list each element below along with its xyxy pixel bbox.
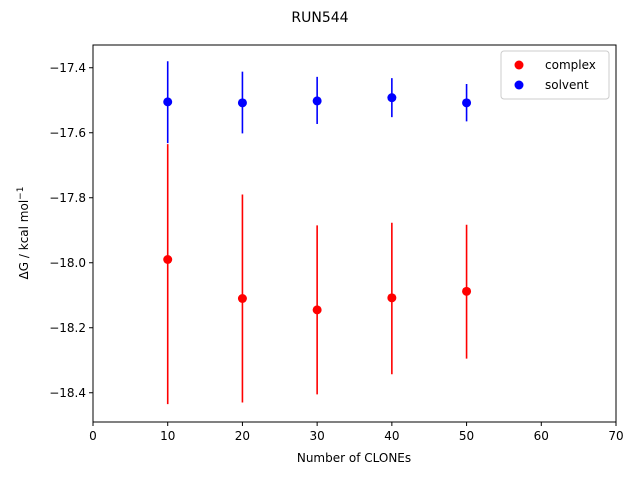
y-tick-label-4: −17.6 [49, 126, 86, 140]
data-point-complex-1 [237, 294, 247, 303]
x-tick-label-1: 10 [160, 429, 175, 443]
y-tick-label-0: −18.4 [49, 386, 86, 400]
x-tick-label-5: 50 [459, 429, 474, 443]
axes: 0 10 20 30 40 50 60 70 −18.4 −18.2 −18.0 −17.8 −17.6… [49, 44, 624, 443]
data-point-complex-2 [312, 305, 322, 315]
y-tick-label-1: −18.2 [49, 321, 86, 335]
legend-marker-complex [514, 60, 524, 70]
x-tick-label-7: 70 [608, 429, 623, 443]
data-point-complex-0 [163, 255, 173, 264]
legend-marker-solvent [514, 80, 524, 90]
legend: complex solvent [500, 50, 610, 100]
data-point-solvent-2 [312, 96, 322, 106]
data-point-solvent-3 [387, 93, 397, 103]
y-axis-label-main: ΔG / kcal mol [17, 200, 31, 280]
data-point-solvent-0 [163, 97, 173, 107]
legend-label-complex: complex [545, 58, 596, 72]
x-tick-label-2: 20 [235, 429, 250, 443]
y-axis-label: ΔG / kcal mol−1 [16, 187, 31, 280]
data-point-complex-3 [387, 293, 397, 303]
x-tick-label-4: 40 [384, 429, 399, 443]
chart-title: RUN544 [291, 10, 348, 26]
y-tick-label-3: −17.8 [49, 191, 86, 205]
legend-label-solvent: solvent [545, 78, 589, 92]
x-tick-label-3: 30 [310, 429, 325, 443]
x-tick-label-6: 60 [534, 429, 549, 443]
y-tick-label-2: −18.0 [49, 256, 86, 270]
plot-frame [92, 44, 617, 423]
y-tick-label-5: −17.4 [49, 61, 86, 75]
legend-box [500, 50, 610, 100]
x-axis-label: Number of CLONEs [297, 451, 411, 465]
data-point-solvent-1 [237, 98, 247, 108]
x-tick-label-0: 0 [89, 429, 97, 443]
y-axis-label-superscript: −1 [16, 187, 26, 200]
data-point-solvent-4 [462, 98, 472, 108]
plot-area [163, 61, 472, 405]
data-point-complex-4 [462, 286, 472, 296]
